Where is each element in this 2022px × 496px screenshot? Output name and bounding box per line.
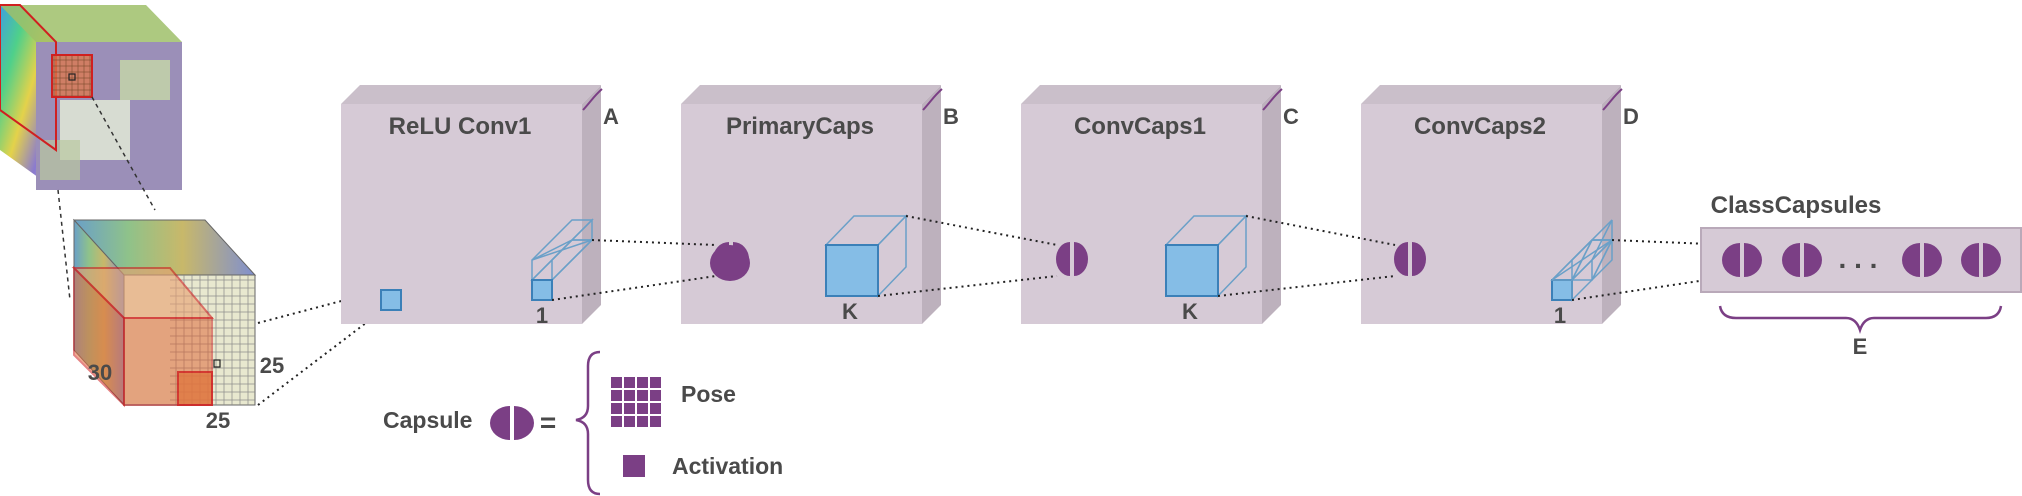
- layer-count-label: K: [1182, 299, 1198, 324]
- layer-title: ConvCaps2: [1414, 113, 1546, 140]
- layer-corner-label: B: [943, 104, 959, 129]
- layer-primarycaps: PrimaryCaps B K: [681, 85, 959, 324]
- input-width-label: 25: [206, 408, 230, 433]
- layer-convcaps1: ConvCaps1 C K: [1021, 85, 1299, 324]
- patch-projection-lines: [57, 96, 156, 301]
- inter-layer-connections: [551, 215, 1734, 301]
- receptive-field-square: [380, 289, 402, 311]
- capsule-legend: Capsule = Pose Activation: [383, 350, 783, 496]
- class-capsule-icon: [1782, 243, 1822, 277]
- layer-count-label: 1: [1554, 303, 1566, 328]
- layer-convcaps2: ConvCaps2 D 1: [1361, 85, 1639, 328]
- class-capsules-brace: [1718, 305, 2003, 334]
- layer-corner-label: C: [1283, 104, 1299, 129]
- hyperspectral-image: [0, 4, 182, 190]
- layer-title: PrimaryCaps: [726, 113, 874, 140]
- layer-count-label: K: [842, 299, 858, 324]
- class-capsule-icon: [1961, 243, 2001, 277]
- layer-corner-label: A: [603, 104, 619, 129]
- legend-equals: =: [540, 407, 556, 438]
- input-patch-cube: [71, 218, 257, 408]
- layer-relu-conv1: ReLU Conv1 A 1: [341, 85, 619, 328]
- input-to-conv1-lines: [257, 289, 384, 406]
- capsule-icon-primarycaps: [713, 242, 749, 276]
- pose-matrix-icon: [611, 377, 661, 427]
- capsule-icon-convcaps1: [1056, 242, 1088, 276]
- legend-activation-label: Activation: [672, 453, 783, 479]
- class-capsules-brace-label: E: [1853, 334, 1868, 359]
- class-capsules-title: ClassCapsules: [1711, 192, 1882, 219]
- layer-title: ConvCaps1: [1074, 113, 1206, 140]
- class-capsule-icon: [1902, 243, 1942, 277]
- spectral-top-face: [0, 5, 182, 42]
- legend-brace: [575, 350, 601, 496]
- capsule-icon-convcaps2: [1394, 242, 1426, 276]
- convcaps1-cube: [1164, 214, 1248, 298]
- layer-count-label: 1: [536, 303, 548, 328]
- input-height-label: 25: [260, 353, 284, 378]
- layer-corner-label: D: [1623, 104, 1639, 129]
- activation-square-icon: [623, 455, 645, 477]
- class-capsule-icon: [1722, 243, 1762, 277]
- input-depth-label: 30: [88, 360, 112, 385]
- legend-pose-label: Pose: [681, 381, 736, 407]
- layer-title: ReLU Conv1: [389, 113, 532, 140]
- class-capsules-ellipsis: . . .: [1839, 243, 1878, 274]
- legend-capsule-label: Capsule: [383, 407, 472, 433]
- legend-capsule-icon: [490, 406, 534, 440]
- class-capsules: ClassCapsules . . . E: [1700, 192, 2022, 359]
- primarycaps-cube: [824, 214, 908, 298]
